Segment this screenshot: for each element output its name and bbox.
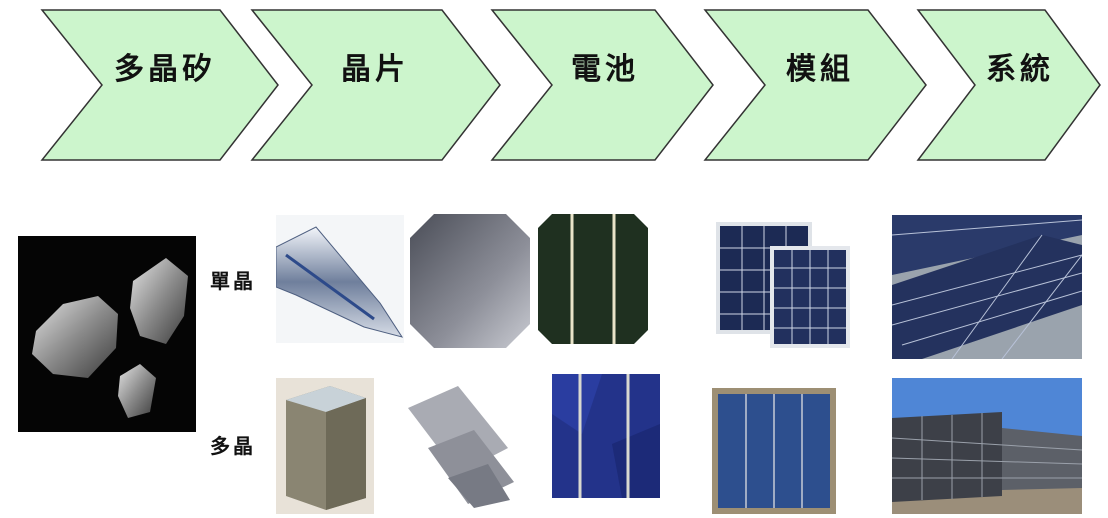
mono-module-image [712, 218, 852, 350]
chevron-module [703, 9, 927, 161]
poly-row-label: 多晶 [210, 434, 256, 458]
poly-system-image [892, 378, 1082, 514]
mono-system-image [892, 215, 1082, 359]
poly-cell-image [552, 374, 660, 498]
chevron-system [916, 9, 1101, 161]
process-flow: 多晶矽 晶片 電池 模組 系統 [0, 0, 1108, 170]
stage-label-wafer: 晶片 [341, 52, 409, 87]
chevron-polysilicon [40, 9, 279, 161]
poly-ingot-image [276, 378, 374, 514]
stage-label-module: 模組 [786, 52, 854, 87]
chevron-cell [490, 9, 714, 161]
stage-label-system: 系統 [986, 52, 1054, 87]
poly-module-image [712, 388, 836, 514]
stage-label-cell: 電池 [571, 52, 639, 87]
chevron-shapes [40, 9, 1101, 161]
mono-ingot-image [276, 215, 404, 343]
polysilicon-chunks-image [18, 236, 196, 432]
chevron-wafer [250, 9, 501, 161]
stage-label-polysilicon: 多晶矽 [114, 52, 216, 87]
mono-wafer-image [410, 214, 530, 348]
mono-row-label: 單晶 [210, 269, 256, 293]
poly-wafer-image [398, 378, 518, 510]
mono-cell-image [538, 214, 648, 344]
